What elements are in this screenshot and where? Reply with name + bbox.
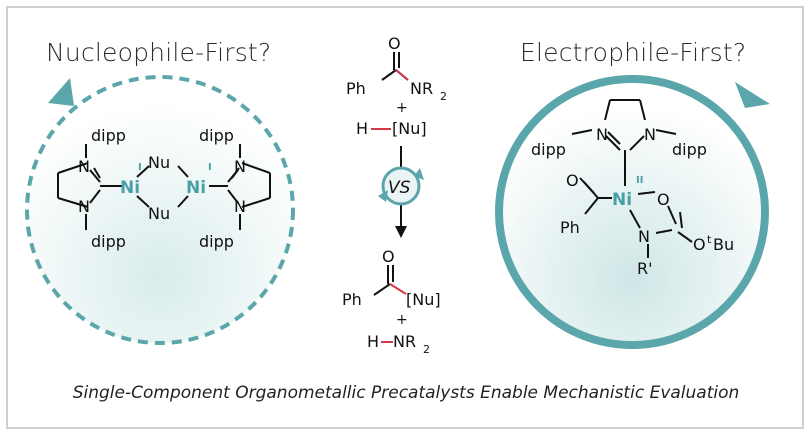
nickel-dimer-structure [57,144,271,230]
right-dipp-bottom-label: dipp [199,232,234,251]
otbu-t-label: t [707,233,712,246]
product-nu-label: [Nu] [406,290,441,309]
product-nr2-label: NR [393,332,416,351]
caption: Single-Component Organometallic Precatal… [72,383,740,403]
r-prime-label: R' [637,259,653,278]
product-o-label: O [382,247,395,266]
right-ni-oxidation: II [636,175,643,186]
left-dipp-top-label: dipp [91,126,126,145]
left-ni-2-oxidation: I [208,162,212,173]
right-dipp-top-label: dipp [199,126,234,145]
left-title: Nucleophile-First? [46,38,272,67]
otbu-bu-label: Bu [713,235,734,254]
left-cycle-arrowhead [48,78,74,106]
reactant-nr2-label: NR [410,79,433,98]
h-label: H [356,119,368,138]
carbamate-o-label: O [657,190,670,209]
product-nr2-sub: 2 [423,343,430,356]
reactant-ph-label: Ph [346,79,366,98]
left-n-top-label: N [78,157,90,176]
right-cycle-arrowhead [735,82,770,108]
right-n-left-label: N [596,125,608,144]
left-ni-1-oxidation: I [138,162,142,173]
right-dipp-right-label: dipp [672,140,707,159]
acyl-o-label: O [566,171,579,190]
left-n-bottom-label: N [78,197,90,216]
right-n-right-label: N [644,125,656,144]
right-title: Electrophile-First? [520,38,747,67]
right-ni-label: Ni [612,190,632,210]
c-nu-bond [389,283,407,295]
product-h-label: H [367,332,379,351]
right-n-top-label: N [234,157,246,176]
otbu-o-label: O [693,235,706,254]
amide-bond [395,69,409,81]
reaction-arrow [378,146,424,238]
reactant-nr2-sub: 2 [440,90,447,103]
nu-bottom-label: Nu [148,204,170,223]
carbamate-n-label: N [638,227,650,246]
right-dipp-left-label: dipp [531,140,566,159]
right-n-bottom-label: N [234,197,246,216]
vs-label: VS [388,178,411,198]
nu-top-label: Nu [148,153,170,172]
plus-2: + [396,312,408,328]
nu-bracket-label: [Nu] [392,119,427,138]
center-product-bonds [373,265,394,296]
left-dipp-bottom-label: dipp [91,232,126,251]
left-cycle [25,75,295,345]
right-cycle [495,75,770,349]
left-ni-1-label: Ni [120,178,140,198]
plus-1: + [396,100,408,116]
left-ni-2-label: Ni [186,178,206,198]
nickel-complex-structure [571,99,693,258]
right-ph-label: Ph [560,218,580,237]
product-ph-label: Ph [342,290,362,309]
reactant-o-label: O [388,34,401,53]
